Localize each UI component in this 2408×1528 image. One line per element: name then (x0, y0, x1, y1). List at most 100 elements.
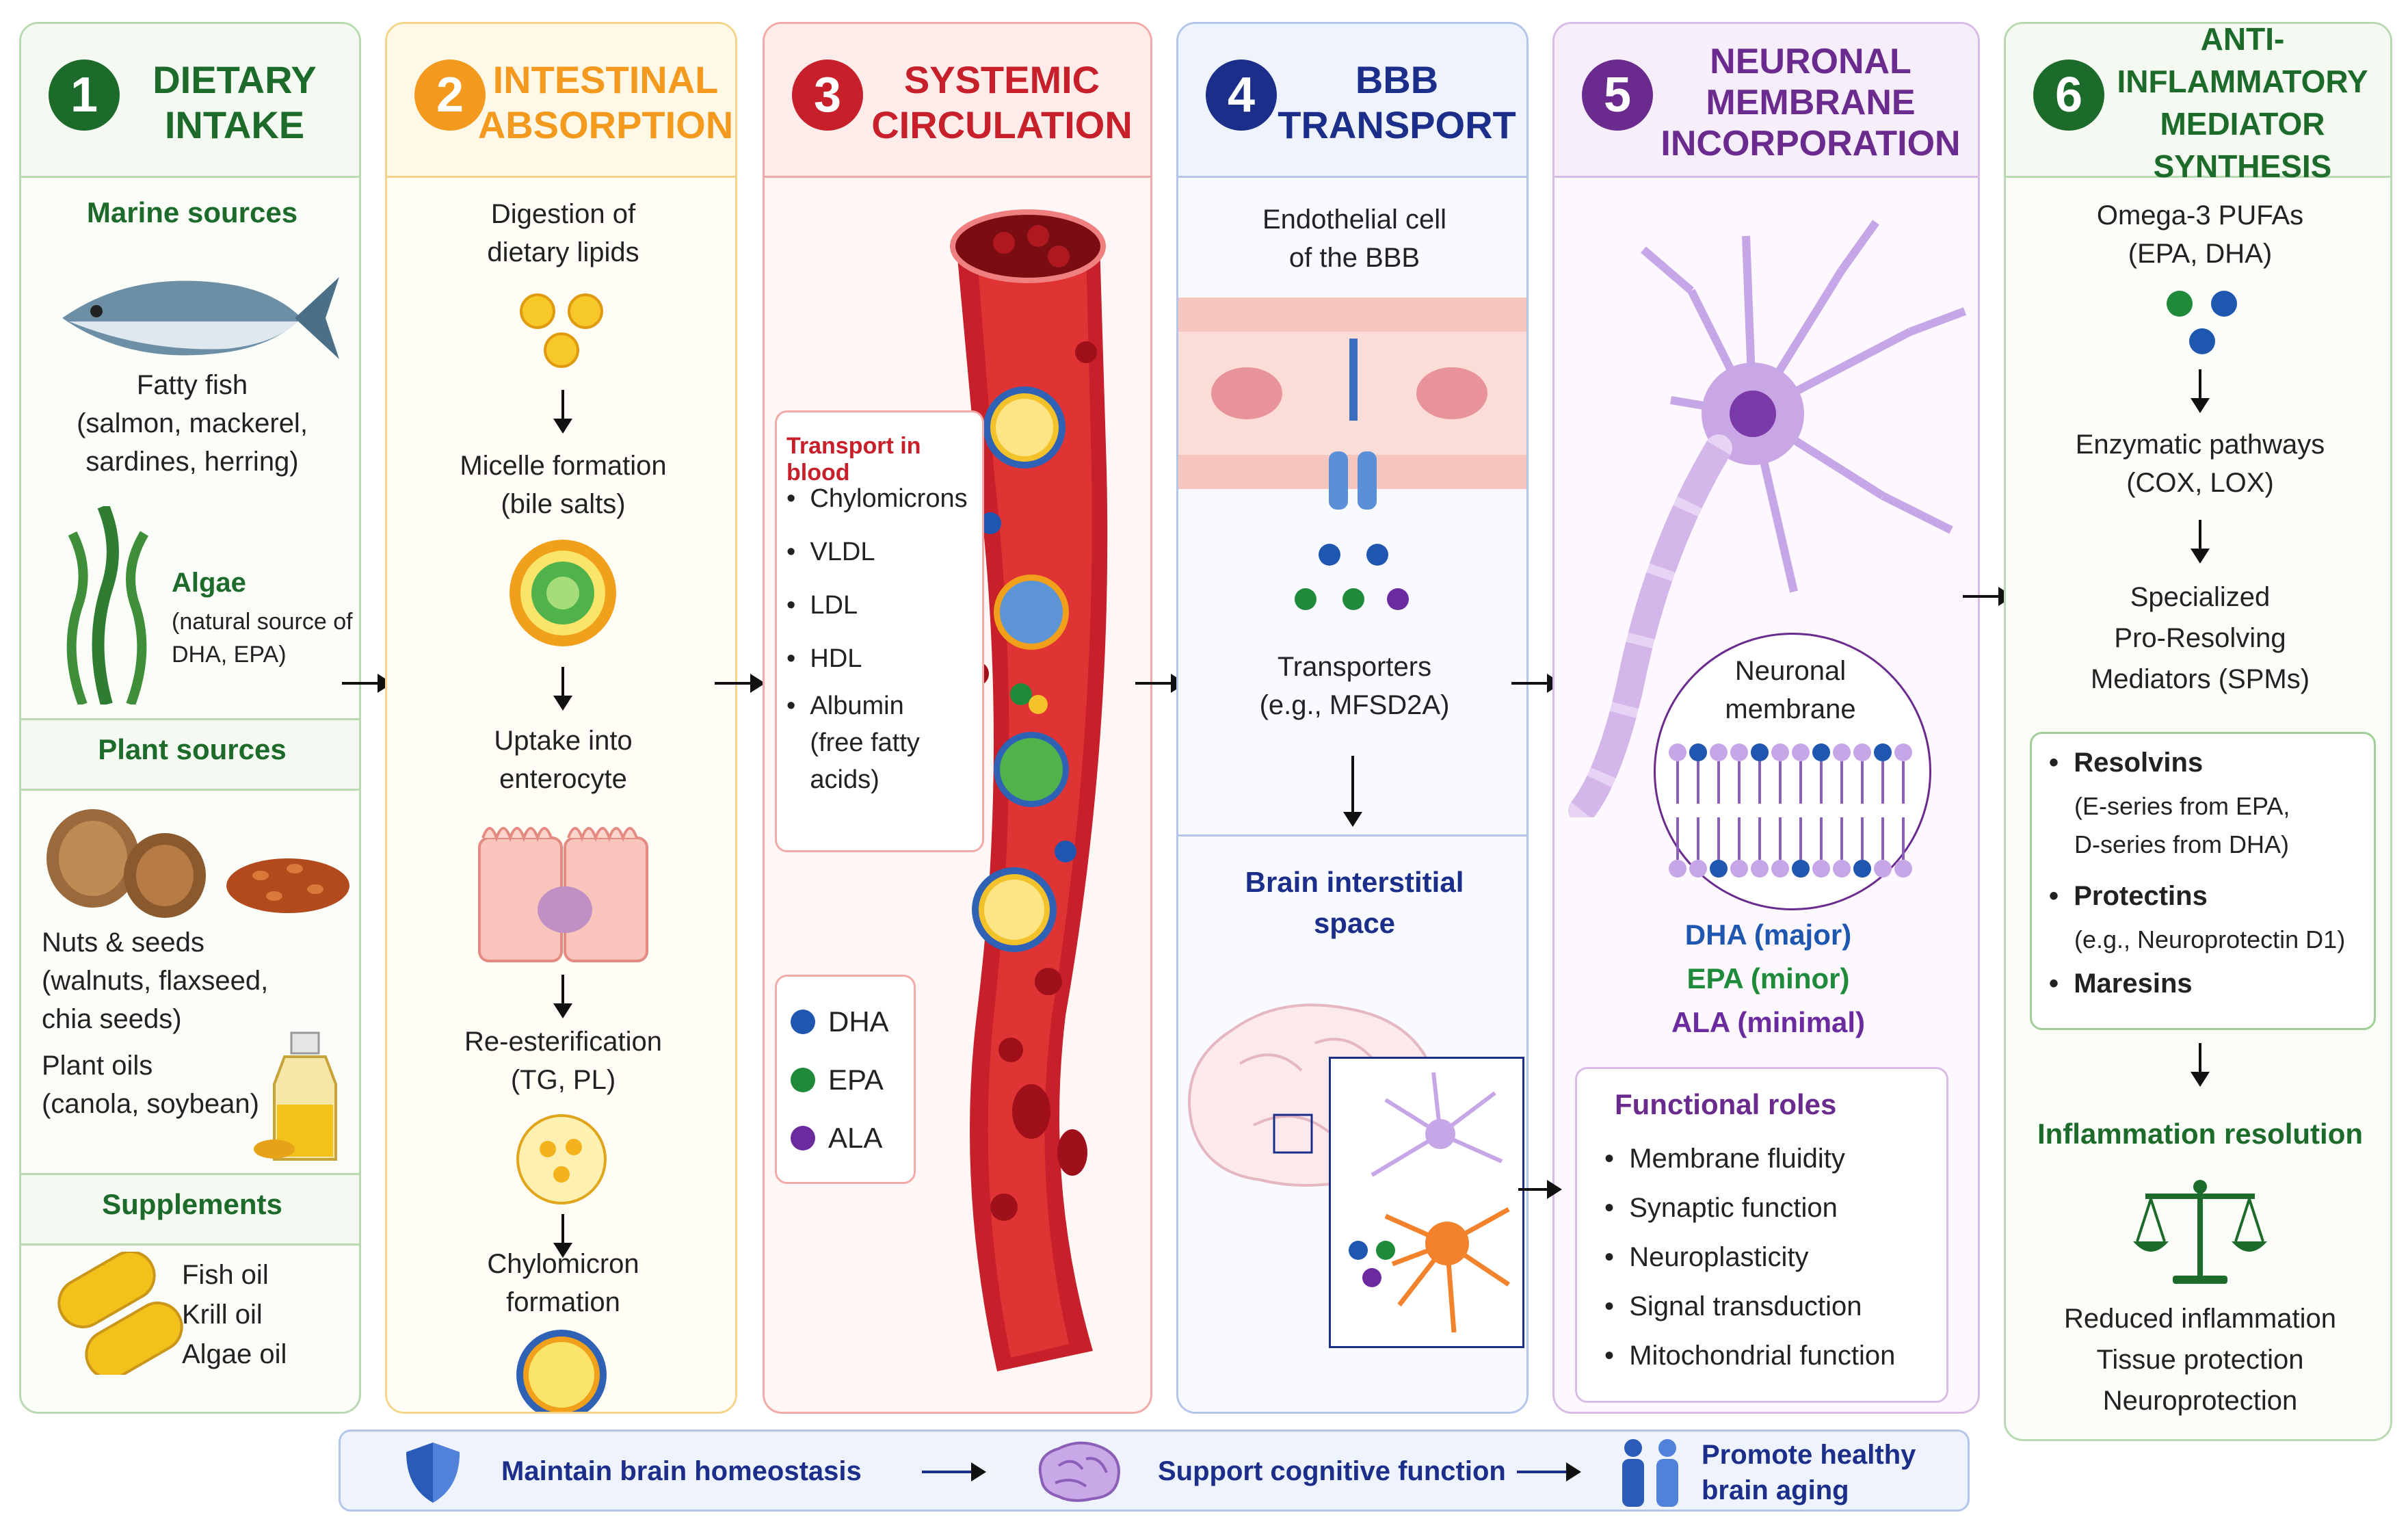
footer-item-cognitive: Support cognitive function (1158, 1456, 1506, 1486)
spm-list-box: • Resolvins (E-series from EPA, D-series… (2030, 732, 2376, 1030)
brain-interstitial-label: Brain interstitial space (1245, 866, 1464, 939)
ala-legend-dot (791, 1126, 815, 1150)
algae-text: (natural source of DHA, EPA) (172, 609, 353, 668)
brain-icon (1038, 1441, 1120, 1502)
dha-molecule (2211, 291, 2237, 317)
supplements-header: Supplements (102, 1188, 282, 1220)
arrow-down (2191, 1043, 2210, 1087)
panel-title: NEURONAL MEMBRANE INCORPORATION (1661, 42, 1961, 163)
role-item: • Neuroplasticity (1604, 1242, 1809, 1272)
transport-item: • VLDL (786, 538, 875, 566)
oil-bottle-icon (254, 1031, 337, 1161)
arrow-down (2191, 520, 2210, 564)
lipid-bilayer-icon (1669, 743, 1912, 878)
supplements-text: Fish oil Krill oil Algae oil (182, 1260, 287, 1369)
role-item: • Synaptic function (1604, 1193, 1838, 1223)
endothelial-cells-icon (1178, 298, 1526, 510)
footer-item-homeostasis: Maintain brain homeostasis (501, 1456, 862, 1486)
capsule-icon (57, 1252, 183, 1375)
role-item: • Signal transduction (1604, 1291, 1862, 1321)
protectins-desc: (e.g., Neuroprotectin D1) (2074, 925, 2346, 953)
epa-legend-dot (791, 1068, 815, 1092)
epa-molecule (1295, 588, 1317, 610)
panel-header: 2 INTESTINAL ABSORPTION (387, 24, 735, 178)
transport-item: • Albumin (free fatty acids) (786, 691, 920, 794)
interstitial-divider (1178, 834, 1526, 837)
dha-molecule (1319, 544, 1340, 566)
glial-cells-icon (1349, 1072, 1510, 1333)
role-item: • Membrane fluidity (1604, 1144, 1845, 1174)
plant-sources-header: Plant sources (98, 733, 287, 765)
functional-roles-list: • Membrane fluidity • Synaptic function … (1604, 1134, 1895, 1380)
dha-major-label: DHA (major) (1684, 919, 1852, 951)
supplements-band (21, 1173, 359, 1246)
nuts-seeds-text: Nuts & seeds (walnuts, flaxseed, chia se… (42, 927, 269, 1034)
neuron-icon (1568, 220, 1967, 817)
seeds-icon (226, 858, 349, 913)
people-icon (1622, 1439, 1678, 1507)
role-item: • Mitochondrial function (1604, 1341, 1896, 1371)
transport-in-blood-box: Transport in blood • Chylomicrons • VLDL… (775, 410, 984, 852)
inflammation-resolution-title: Inflammation resolution (2037, 1118, 2364, 1150)
arrow-down (2191, 369, 2210, 413)
panel-title: SYSTEMIC CIRCULATION (871, 58, 1133, 146)
protectins-title: • Protectins (2049, 881, 2208, 911)
transport-title: Transport in blood (786, 433, 921, 486)
chylomicron-icon (516, 1330, 607, 1412)
panel-title: DIETARY INTAKE (153, 58, 317, 146)
dha-molecule (2189, 328, 2215, 354)
enzymatic-pathways-label: Enzymatic pathways (COX, LOX) (2075, 430, 2325, 498)
outcomes-text: Reduced inflammation Tissue protection N… (2064, 1304, 2336, 1416)
enterocyte-icon (478, 827, 648, 962)
functional-roles-box: Functional roles • Membrane fluidity • S… (1575, 1067, 1948, 1403)
arrow-down (553, 975, 572, 1018)
arrow-down (553, 667, 572, 711)
omega3-pufa-label: Omega-3 PUFAs (EPA, DHA) (2096, 200, 2304, 269)
resolvins-desc: (E-series from EPA, D-series from DHA) (2074, 792, 2290, 858)
panel-header: 3 SYSTEMIC CIRCULATION (765, 24, 1150, 178)
panel-title: INTESTINAL ABSORPTION (477, 58, 734, 146)
arrow-down (1343, 756, 1362, 827)
step-number-badge: 1 (49, 60, 120, 131)
blood-vessel-icon (950, 209, 1108, 1371)
step-number-badge: 2 (414, 60, 486, 131)
epa-molecule (1342, 588, 1364, 610)
lipid-droplets-icon (520, 293, 603, 368)
micelle-icon (510, 540, 616, 646)
walnut-icon (47, 809, 206, 918)
legend-dha: DHA (828, 1005, 889, 1038)
step-uptake: Uptake into enterocyte (494, 726, 633, 794)
step-number-badge: 6 (2033, 60, 2104, 131)
panel-header: 1 DIETARY INTAKE (21, 24, 359, 178)
panel-bbb-transport: 4 BBB TRANSPORT Endothelial cell of the … (1176, 22, 1529, 1414)
neuronal-membrane-label: Neuronal membrane (1725, 656, 1856, 724)
footer-arrow (1517, 1462, 1581, 1481)
arrow-down (553, 390, 572, 434)
panel-dietary-intake: 1 DIETARY INTAKE Marine sources Fatty fi… (19, 22, 361, 1414)
functional-roles-title: Functional roles (1615, 1088, 1837, 1120)
step-chylomicron: Chylomicron formation (487, 1249, 639, 1317)
step-number-badge: 5 (1582, 60, 1653, 131)
panel-systemic-circulation: 3 SYSTEMIC CIRCULATION Tran (763, 22, 1152, 1414)
transport-list: • Chylomicrons • VLDL • LDL • HDL • Albu… (786, 474, 978, 798)
ala-minimal-label: ALA (minimal) (1671, 1006, 1866, 1038)
step-number-badge: 4 (1206, 60, 1277, 131)
plant-sources-band (21, 718, 359, 791)
panel-header: 6 ANTI-INFLAMMATORY MEDIATOR SYNTHESIS (2006, 24, 2390, 184)
ala-molecule (1387, 588, 1409, 610)
shield-icon (406, 1443, 460, 1503)
transport-item: • Chylomicrons (786, 484, 968, 513)
panel-intestinal-absorption: 2 INTESTINAL ABSORPTION Digestion of die… (385, 22, 737, 1414)
resolvins-title: • Resolvins (2049, 748, 2204, 778)
maresins-title: • Maresins (2049, 969, 2193, 999)
step-digestion: Digestion of dietary lipids (487, 199, 639, 267)
triglyceride-droplet-icon (516, 1114, 607, 1204)
fatty-fish-text: Fatty fish (salmon, mackerel, sardines, … (77, 370, 308, 477)
panel-title: BBB TRANSPORT (1278, 58, 1516, 146)
arrow-interstitial-to-roles (1518, 1180, 1562, 1199)
dha-legend-dot (791, 1010, 815, 1034)
fish-icon (62, 277, 339, 359)
transporters-label: Transporters (e.g., MFSD2A) (1259, 652, 1450, 720)
legend-ala: ALA (828, 1122, 883, 1154)
epa-molecule (2167, 291, 2193, 317)
